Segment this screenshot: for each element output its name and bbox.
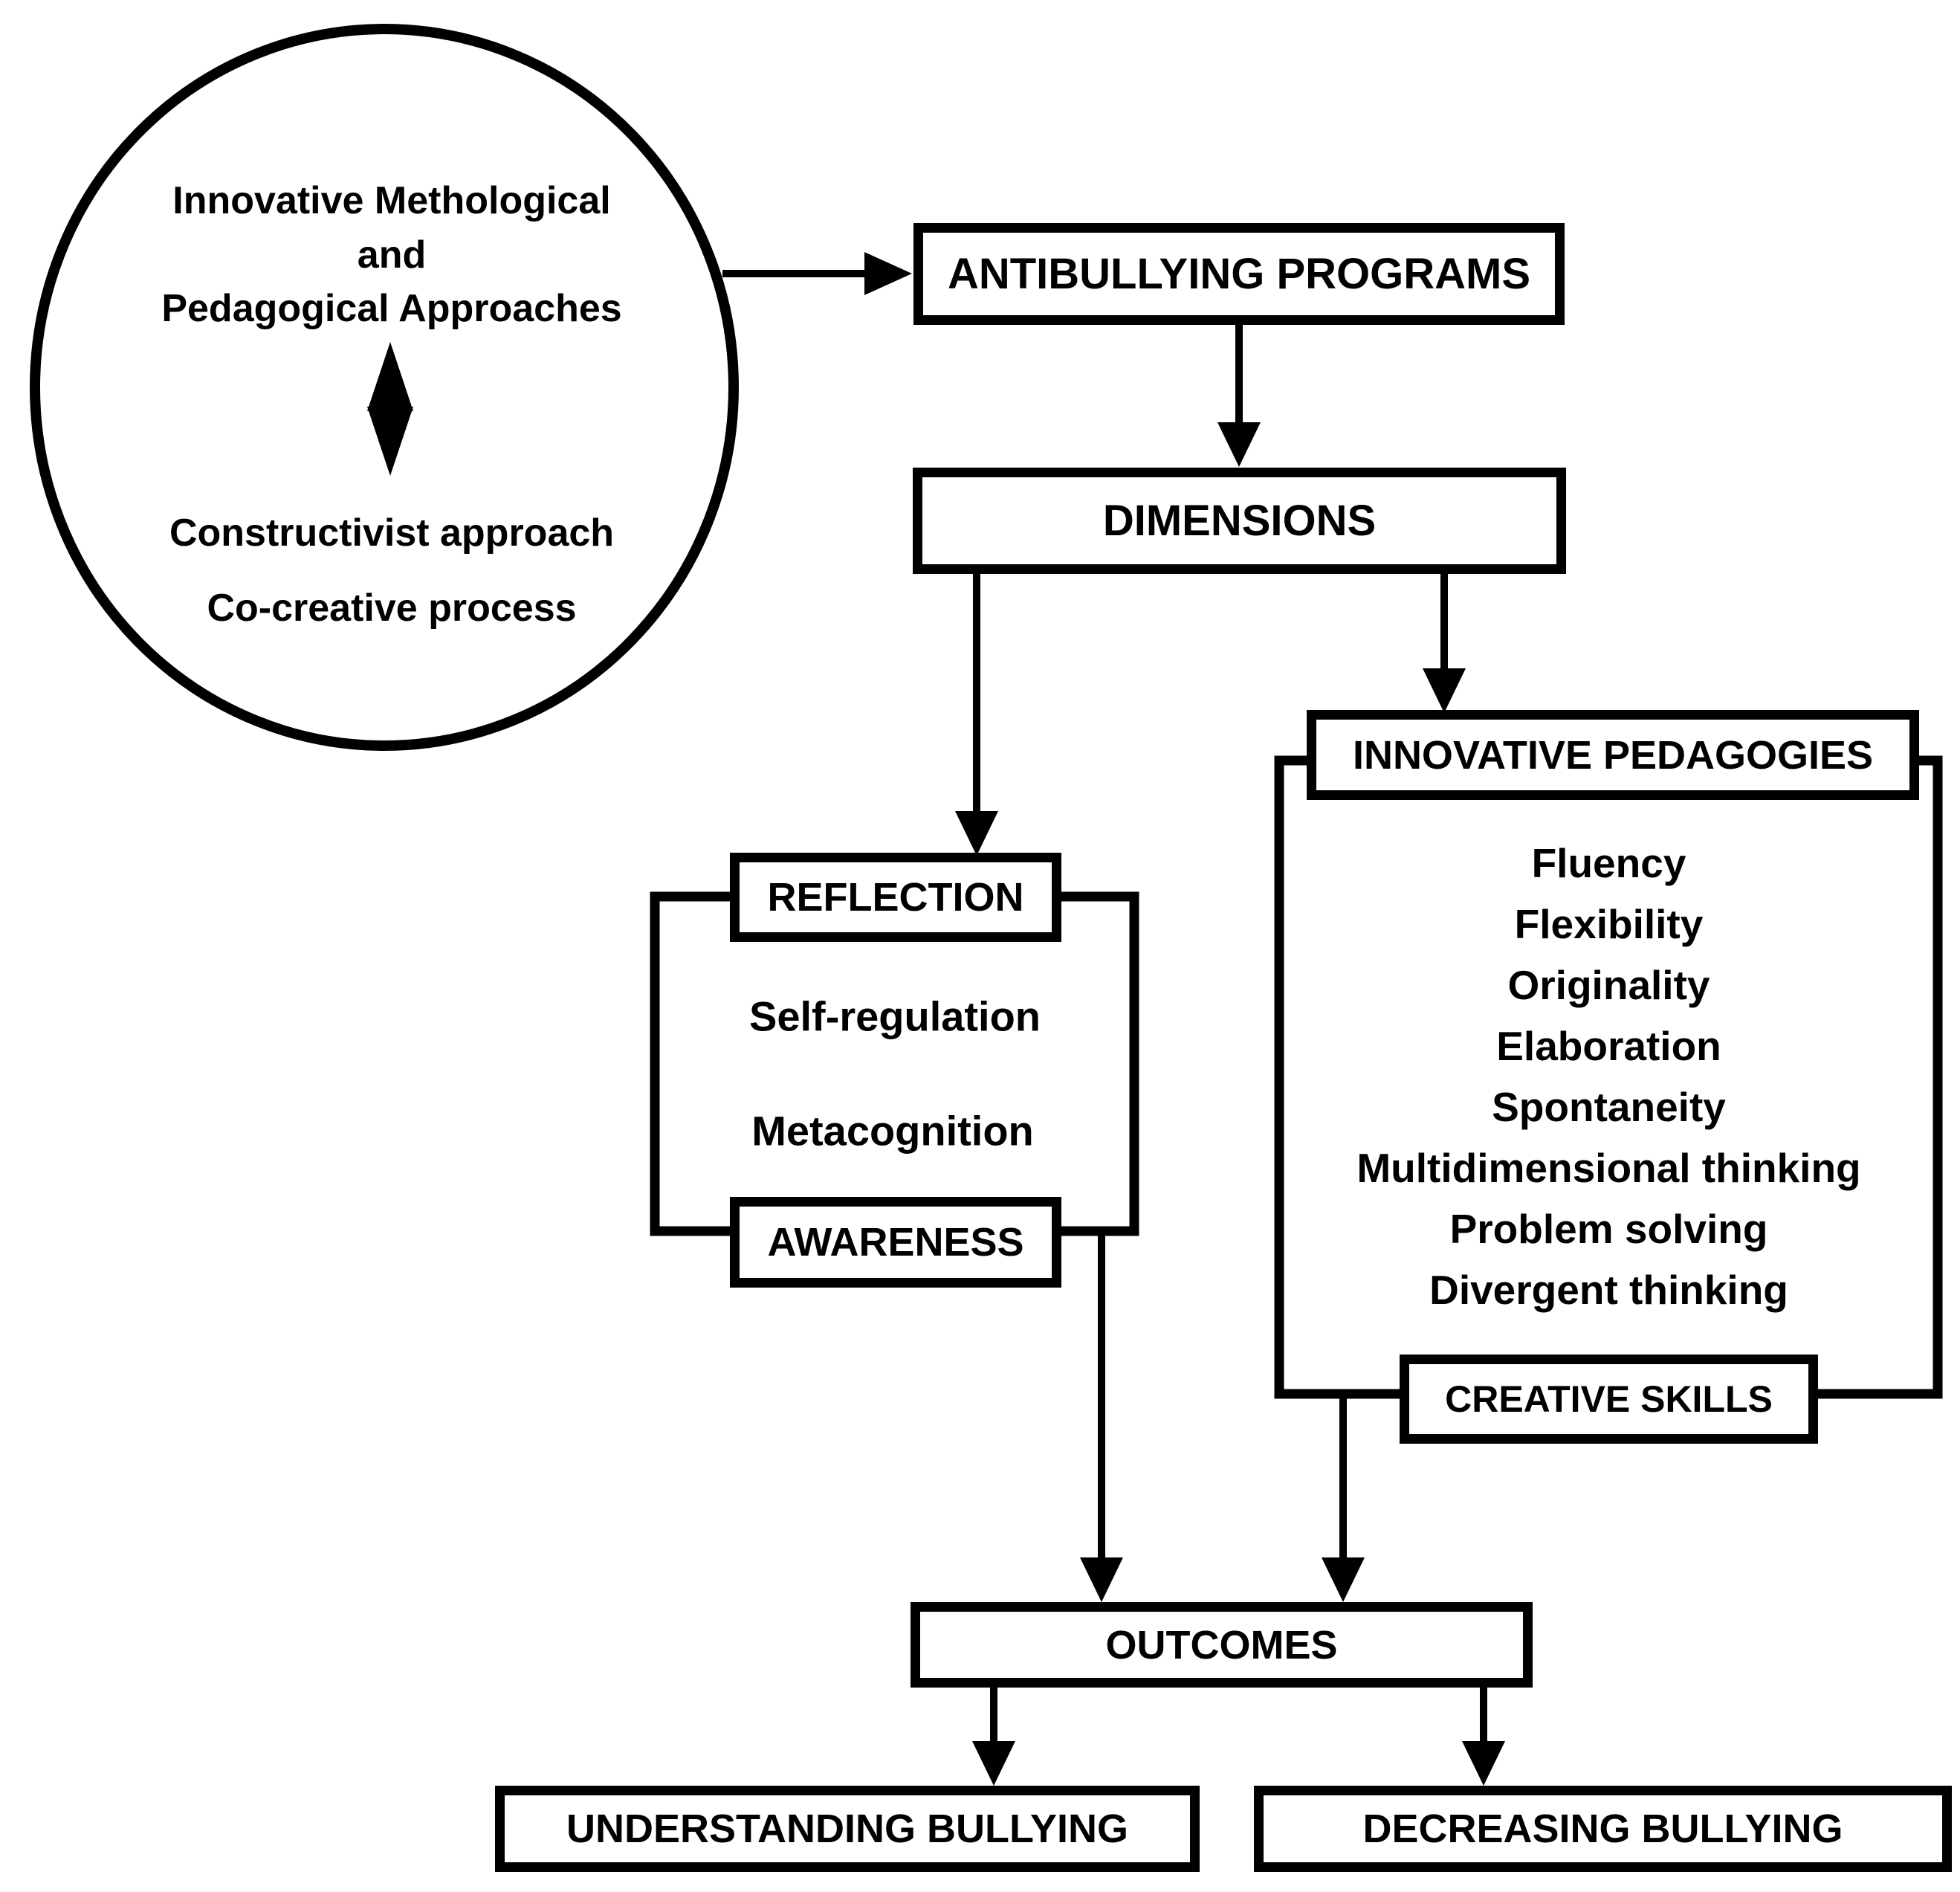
node-decreasing-bullying: DECREASING BULLYING <box>1254 1786 1952 1872</box>
node-antibullying-programs: ANTIBULLYING PROGRAMS <box>913 223 1565 325</box>
node-outcomes: OUTCOMES <box>911 1602 1533 1688</box>
arrow-ellipse-to-antibullying <box>722 252 912 295</box>
node-innovative-pedagogies: INNOVATIVE PEDAGOGIES <box>1307 710 1919 800</box>
label-metacognition: Metacognition <box>751 1107 1034 1155</box>
skill-item-spontaneity: Spontaneity <box>1492 1084 1726 1130</box>
skill-item-multidimensional-thinking: Multidimensional thinking <box>1356 1145 1861 1191</box>
arrow-dimensions-to-pedagogies <box>1423 572 1466 713</box>
creative-skill-list: Fluency Flexibility Originality Elaborat… <box>1275 833 1943 1320</box>
node-creative-skills: CREATIVE SKILLS <box>1400 1355 1818 1444</box>
arrow-dimensions-to-reflection <box>955 572 998 856</box>
skill-item-flexibility: Flexibility <box>1514 901 1704 947</box>
bubble-title-line3: Pedagogical Approaches <box>161 287 622 330</box>
node-awareness: AWARENESS <box>730 1197 1061 1288</box>
bubble-constructivist-approach: Constructivist approach <box>169 511 615 555</box>
arrow-outcomes-to-understanding <box>972 1686 1015 1786</box>
arrow-outcomes-to-decreasing <box>1462 1686 1505 1786</box>
node-understanding-bullying: UNDERSTANDING BULLYING <box>495 1786 1200 1872</box>
bubble-co-creative-process: Co-creative process <box>207 587 577 630</box>
reflection-awareness-bracket <box>650 891 1139 1236</box>
arrow-creative-to-outcomes <box>1322 1396 1365 1602</box>
label-self-regulation: Self-regulation <box>748 992 1041 1040</box>
arrow-awareness-to-outcomes <box>1080 1234 1123 1602</box>
skill-item-divergent-thinking: Divergent thinking <box>1429 1267 1788 1313</box>
bubble-title-line2: and <box>357 233 427 277</box>
skill-item-problem-solving: Problem solving <box>1449 1206 1768 1252</box>
skill-item-fluency: Fluency <box>1531 840 1686 886</box>
node-dimensions: DIMENSIONS <box>913 468 1566 574</box>
double-arrow-icon <box>367 342 413 476</box>
skill-item-originality: Originality <box>1507 962 1710 1008</box>
arrow-antibullying-to-dimensions <box>1217 325 1261 467</box>
skill-item-elaboration: Elaboration <box>1496 1023 1721 1069</box>
node-reflection: REFLECTION <box>730 853 1061 942</box>
bubble-title-line1: Innovative Methological <box>172 179 611 222</box>
